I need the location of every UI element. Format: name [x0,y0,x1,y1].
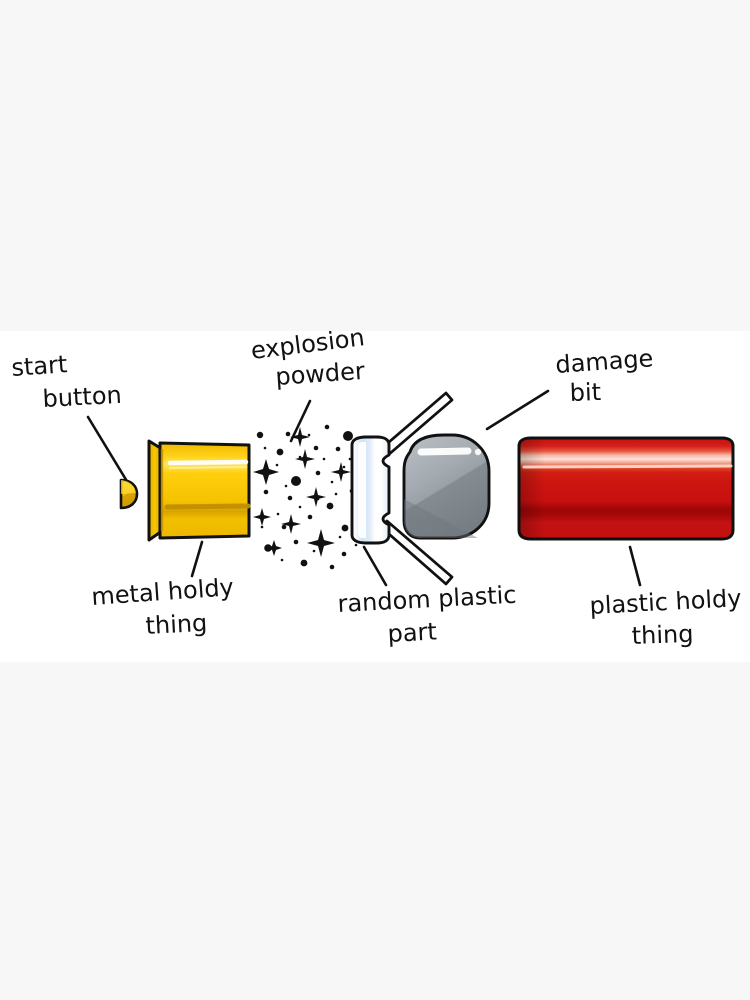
label-random-plastic-part-line2: part [387,617,438,648]
illustration-panel: start button explosion powder damage bit [0,331,750,662]
label-damage-bit-line2: bit [569,378,601,407]
label-start-button: start button [10,350,130,485]
label-explosion-powder: explosion powder [249,331,366,443]
leader-line-metal-holdy-thing [190,540,204,578]
leader-line-random-plastic-part [362,545,388,587]
label-start-button-line2: button [42,381,123,413]
leader-line-start-button [86,415,130,485]
label-plastic-holdy-thing-line1: plastic holdy [589,584,742,620]
label-explosion-powder-line2: powder [274,357,365,391]
label-damage-bit: damage bit [485,344,654,431]
label-plastic-holdy-thing: plastic holdy thing [589,545,742,650]
label-metal-holdy-thing: metal holdy thing [90,540,235,640]
part-powder-sparkles [253,424,362,570]
label-plastic-holdy-thing-line2: thing [631,620,694,650]
label-metal-holdy-thing-line2: thing [145,609,208,640]
part-primer-nub [119,478,139,510]
label-metal-holdy-thing-line1: metal holdy [90,573,234,611]
label-start-button-line1: start [10,350,68,382]
part-red-cylinder [517,436,735,541]
label-random-plastic-part-line1: random plastic [337,581,517,618]
leader-line-plastic-holdy-thing [628,545,642,587]
leader-line-explosion-powder [289,399,312,443]
label-damage-bit-line1: damage [554,344,654,379]
part-gray-slug [402,433,491,540]
part-white-plastic-cylinder [350,435,391,545]
leader-line-damage-bit [485,389,550,431]
exploded-diagram: start button explosion powder damage bit [10,331,742,650]
part-brass-casing [147,439,251,542]
